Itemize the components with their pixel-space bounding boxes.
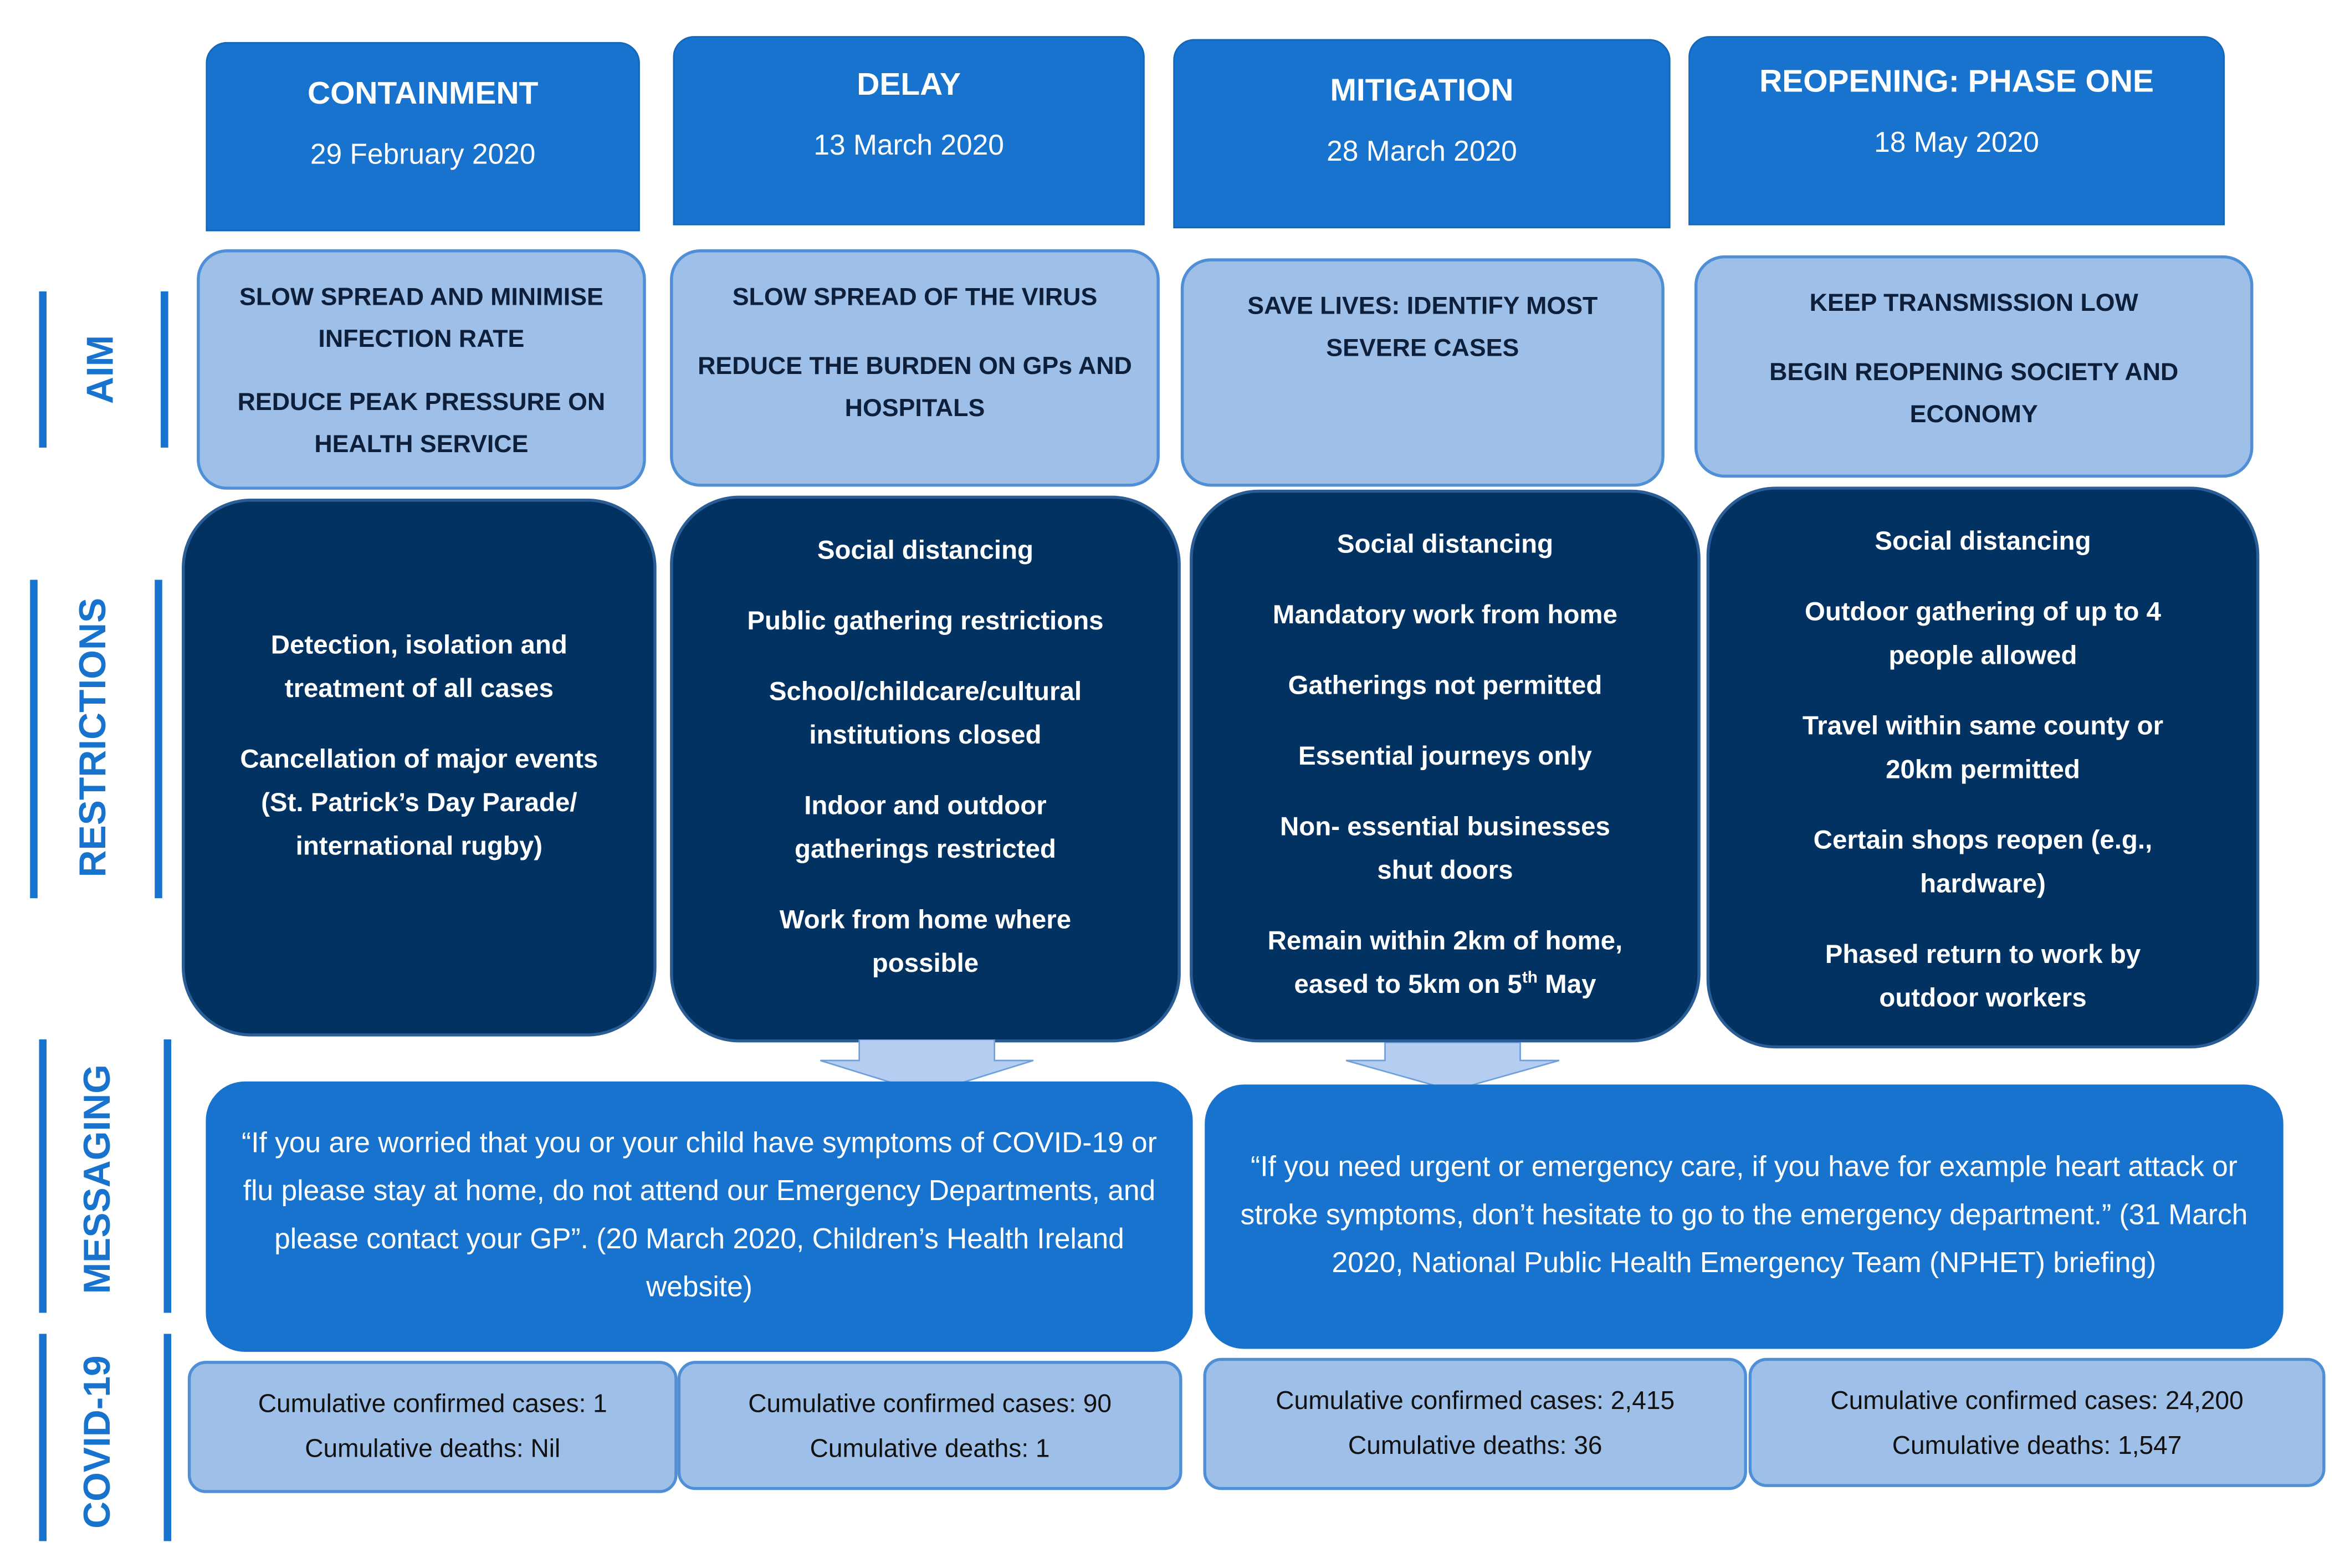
aim-text: KEEP TRANSMISSION LOW	[1809, 290, 2138, 317]
restriction-item: Gatherings not permitted	[1288, 670, 1602, 700]
covid-row-label: COVID-19	[76, 1355, 119, 1529]
restriction-item: Social distancing	[1337, 529, 1554, 559]
restriction-item: Social distancing	[1875, 525, 2091, 556]
aim-text: REDUCE PEAK PRESSURE ON HEALTH SERVICE	[237, 389, 606, 458]
restriction-item: Detection, isolation and treatment of al…	[270, 628, 567, 703]
aim-text: REDUCE THE BURDEN ON GPs AND HOSPITALS	[698, 353, 1132, 422]
restrictions-box-containment: Detection, isolation and treatment of al…	[182, 499, 657, 1037]
header-delay: DELAY 13 March 2020	[673, 36, 1145, 226]
aim-row-bar	[39, 291, 47, 448]
messaging-row-label: MESSAGING	[76, 1064, 119, 1294]
aim-box-delay: SLOW SPREAD OF THE VIRUS REDUCE THE BURD…	[670, 249, 1160, 487]
restriction-item: Work from home where possible	[779, 904, 1072, 978]
phase-title: DELAY	[857, 67, 961, 103]
restrictions-row-label: RESTRICTIONS	[72, 597, 115, 878]
restrictions-row-bar-right	[155, 580, 162, 899]
restriction-item: Indoor and outdoor gatherings restricted	[794, 790, 1056, 864]
restriction-item: Phased return to work by outdoor workers	[1825, 939, 2141, 1013]
message-quote: “If you are worried that you or your chi…	[242, 1128, 1157, 1304]
cumulative-cases: Cumulative confirmed cases: 90	[748, 1389, 1112, 1418]
restriction-item: School/childcare/cultural institutions c…	[769, 675, 1082, 750]
phase-date: 29 February 2020	[310, 140, 536, 172]
header-containment: CONTAINMENT 29 February 2020	[206, 42, 640, 232]
message-box-right: “If you need urgent or emergency care, i…	[1205, 1084, 2283, 1349]
aim-row-label: AIM	[79, 335, 122, 404]
covid-row-bar-right	[163, 1334, 172, 1541]
restriction-text: Remain within 2km of home, eased to 5km …	[1267, 925, 1623, 999]
restriction-item: Mandatory work from home	[1272, 599, 1618, 629]
header-mitigation: MITIGATION 28 March 2020	[1173, 39, 1671, 229]
cumulative-cases: Cumulative confirmed cases: 24,200	[1830, 1386, 2244, 1415]
aim-text: SLOW SPREAD OF THE VIRUS	[732, 284, 1098, 311]
aim-box-reopening: KEEP TRANSMISSION LOW BEGIN REOPENING SO…	[1694, 255, 2254, 478]
cumulative-deaths: Cumulative deaths: 36	[1348, 1431, 1602, 1461]
restrictions-box-reopening: Social distancing Outdoor gathering of u…	[1706, 486, 2260, 1049]
restrictions-row-bar	[30, 580, 38, 899]
aim-text: SLOW SPREAD AND MINIMISE INFECTION RATE	[239, 284, 603, 353]
restriction-item: Outdoor gathering of up to 4 people allo…	[1804, 596, 2162, 670]
restrictions-box-delay: Social distancing Public gathering restr…	[670, 495, 1181, 1043]
aim-row-bar-right	[161, 291, 168, 448]
restriction-item: Certain shops reopen (e.g., hardware)	[1813, 824, 2153, 899]
restriction-item-last: Remain within 2km of home, eased to 5km …	[1214, 919, 1676, 1006]
ordinal-suffix: th	[1522, 969, 1538, 987]
messaging-row-bar	[39, 1039, 47, 1313]
restriction-item: Essential journeys only	[1298, 740, 1592, 771]
aim-box-mitigation: SAVE LIVES: IDENTIFY MOST SEVERE CASES	[1180, 258, 1665, 487]
aim-box-containment: SLOW SPREAD AND MINIMISE INFECTION RATE …	[197, 249, 646, 490]
covid-row-bar	[39, 1334, 47, 1541]
phase-title: MITIGATION	[1330, 73, 1514, 109]
restriction-text-end: May	[1538, 969, 1596, 999]
cumulative-cases: Cumulative confirmed cases: 2,415	[1276, 1386, 1675, 1415]
phase-date: 18 May 2020	[1874, 127, 2039, 160]
down-arrow-right	[1346, 1042, 1560, 1091]
restriction-item: Public gathering restrictions	[747, 605, 1104, 636]
restriction-item: Social distancing	[817, 535, 1034, 565]
phase-date: 13 March 2020	[813, 130, 1004, 162]
stats-box-reopening: Cumulative confirmed cases: 24,200 Cumul…	[1748, 1357, 2326, 1487]
stats-box-containment: Cumulative confirmed cases: 1 Cumulative…	[187, 1361, 678, 1493]
phase-title: REOPENING: PHASE ONE	[1759, 64, 2154, 99]
aim-text: SAVE LIVES: IDENTIFY MOST SEVERE CASES	[1247, 293, 1598, 362]
down-arrow-left	[820, 1039, 1034, 1094]
aim-text: BEGIN REOPENING SOCIETY AND ECONOMY	[1769, 358, 2179, 428]
messaging-row-bar-right	[163, 1039, 172, 1313]
phase-title: CONTAINMENT	[307, 76, 539, 111]
phase-date: 28 March 2020	[1327, 136, 1517, 168]
header-reopening: REOPENING: PHASE ONE 18 May 2020	[1688, 36, 2225, 226]
message-box-left: “If you are worried that you or your chi…	[206, 1081, 1193, 1352]
cumulative-deaths: Cumulative deaths: 1	[810, 1434, 1050, 1463]
restriction-item: Travel within same county or 20km permit…	[1802, 710, 2164, 785]
stats-box-delay: Cumulative confirmed cases: 90 Cumulativ…	[677, 1361, 1182, 1490]
restriction-item: Non- essential businesses shut doors	[1280, 811, 1610, 885]
cumulative-deaths: Cumulative deaths: Nil	[305, 1434, 561, 1463]
cumulative-deaths: Cumulative deaths: 1,547	[1892, 1431, 2182, 1461]
message-quote: “If you need urgent or emergency care, i…	[1240, 1152, 2248, 1280]
stats-box-mitigation: Cumulative confirmed cases: 2,415 Cumula…	[1203, 1357, 1747, 1490]
restriction-item: Cancellation of major events (St. Patric…	[240, 742, 598, 860]
cumulative-cases: Cumulative confirmed cases: 1	[258, 1389, 607, 1418]
restrictions-box-mitigation: Social distancing Mandatory work from ho…	[1190, 489, 1701, 1043]
